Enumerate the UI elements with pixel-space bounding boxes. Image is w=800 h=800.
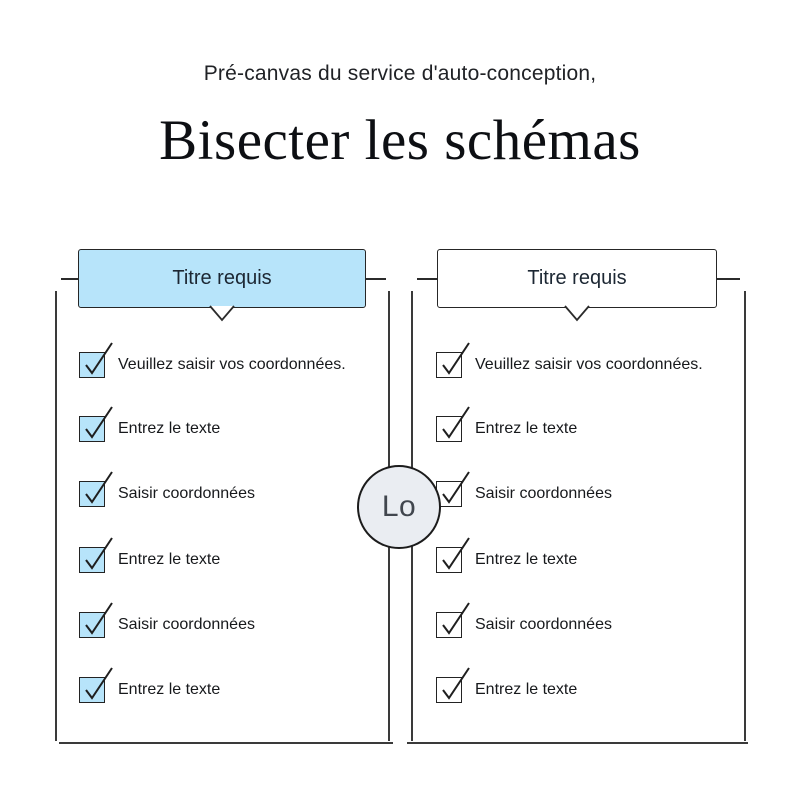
checkbox-checked[interactable] — [79, 667, 113, 703]
checkbox-checked[interactable] — [79, 537, 113, 573]
checkbox-checked[interactable] — [436, 342, 470, 378]
checkbox-checked[interactable] — [436, 537, 470, 573]
checkbox-checked[interactable] — [79, 602, 113, 638]
checklist-item: Veuillez saisir vos coordonnées. — [436, 342, 703, 378]
right-panel-border-right — [744, 291, 746, 741]
checkbox-checked[interactable] — [436, 471, 470, 507]
checklist-item: Entrez le texte — [79, 537, 221, 573]
item-label: Entrez le texte — [475, 551, 578, 568]
item-label: Saisir coordonnées — [118, 616, 255, 633]
checklist-item: Saisir coordonnées — [79, 471, 255, 507]
item-label: Entrez le texte — [475, 420, 578, 437]
item-label: Saisir coordonnées — [118, 485, 255, 502]
chevron-down-icon — [564, 305, 590, 322]
checklist-item: Entrez le texte — [436, 406, 578, 442]
checkbox-checked[interactable] — [436, 667, 470, 703]
checkbox-checked[interactable] — [79, 406, 113, 442]
checklist-item: Entrez le texte — [436, 537, 578, 573]
checkbox-checked[interactable] — [436, 602, 470, 638]
left-panel-title: Titre requis — [172, 267, 272, 289]
connector-label: Lo — [381, 490, 417, 523]
item-label: Entrez le texte — [118, 551, 221, 568]
item-label: Saisir coordonnées — [475, 485, 612, 502]
left-panel-border-left — [55, 291, 57, 741]
item-label: Saisir coordonnées — [475, 616, 612, 633]
item-label: Entrez le texte — [118, 420, 221, 437]
item-label: Entrez le texte — [118, 681, 221, 698]
item-label: Veuillez saisir vos coordonnées. — [118, 356, 346, 373]
subtitle: Pré-canvas du service d'auto-conception, — [203, 62, 597, 85]
right-panel-tick-left — [417, 278, 437, 280]
checklist-item: Saisir coordonnées — [79, 602, 255, 638]
checklist-item: Entrez le texte — [79, 667, 221, 703]
checkbox-checked[interactable] — [436, 406, 470, 442]
left-panel-title-box[interactable]: Titre requis — [78, 249, 366, 308]
checklist-item: Saisir coordonnées — [436, 602, 612, 638]
right-panel-tick-right — [717, 278, 740, 280]
right-panel-border-bottom — [407, 742, 748, 744]
left-panel-tick-right — [366, 278, 386, 280]
checklist-item: Entrez le texte — [436, 667, 578, 703]
checklist-item: Veuillez saisir vos coordonnées. — [79, 342, 346, 378]
checkbox-checked[interactable] — [79, 471, 113, 507]
page-title: Bisecter les schémas — [159, 109, 641, 172]
checklist-item: Saisir coordonnées — [436, 471, 612, 507]
item-label: Veuillez saisir vos coordonnées. — [475, 356, 703, 373]
connector-circle[interactable]: Lo — [357, 465, 441, 549]
right-panel-title: Titre requis — [527, 267, 627, 289]
chevron-down-icon — [209, 305, 235, 322]
item-label: Entrez le texte — [475, 681, 578, 698]
left-panel-tick-left — [61, 278, 78, 280]
right-panel-title-box[interactable]: Titre requis — [437, 249, 717, 308]
checkbox-checked[interactable] — [79, 342, 113, 378]
left-panel-border-bottom — [59, 742, 393, 744]
checklist-item: Entrez le texte — [79, 406, 221, 442]
